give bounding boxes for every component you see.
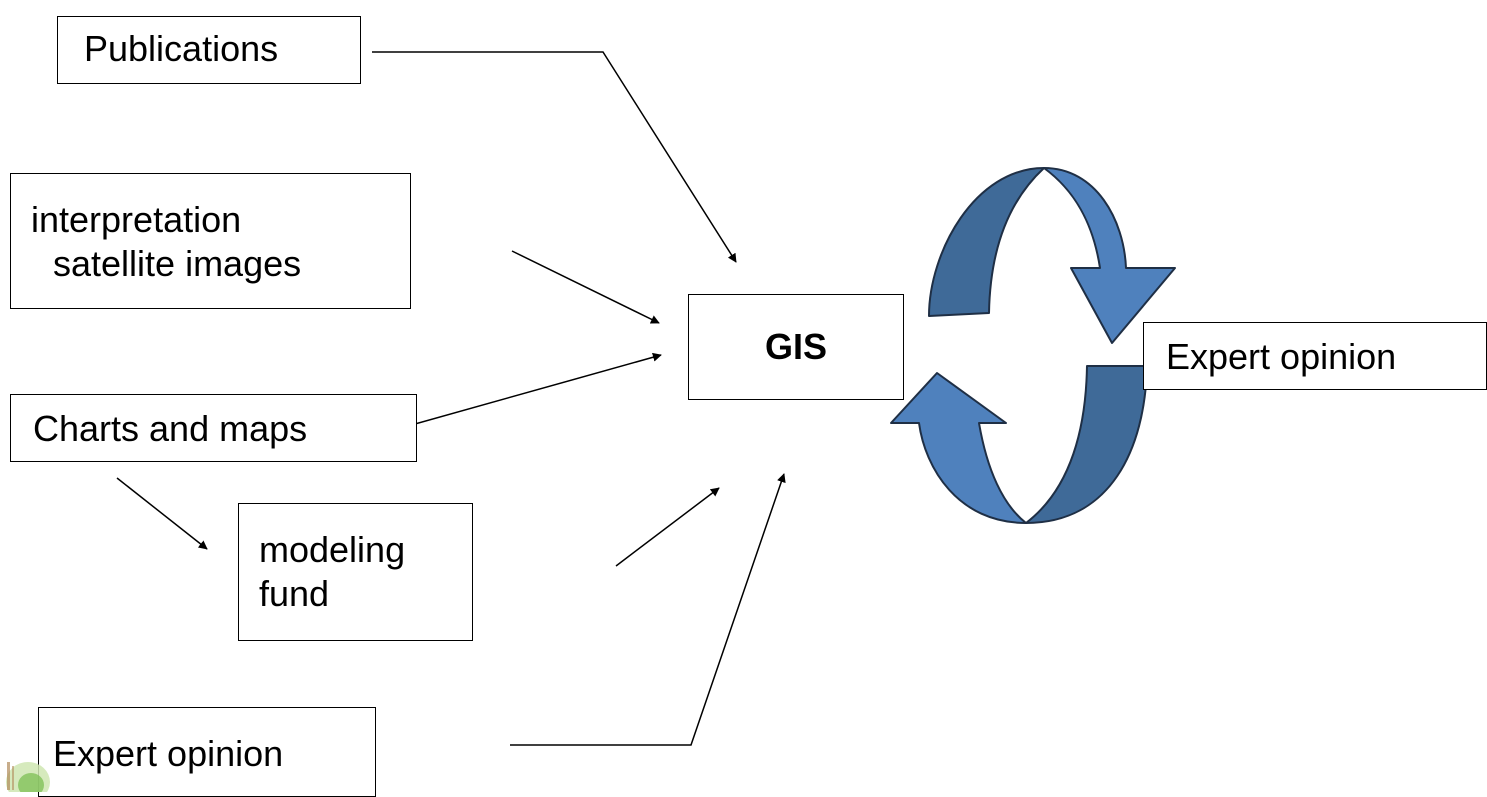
edge-expert-to-gis [510, 473, 786, 746]
interpretation-label-line-1: interpretation [31, 199, 242, 240]
cycle-arrow-top-front [1043, 167, 1176, 344]
charts-node: Charts and maps [10, 394, 417, 462]
interpretation-node: interpretation satellite images [10, 173, 411, 309]
publications-node: Publications [57, 16, 361, 84]
modeling-label-line-1: modeling [259, 529, 406, 570]
edge-publications-to-gis [372, 51, 737, 263]
edge-charts-to-modeling [116, 477, 208, 550]
logo-icon [6, 762, 50, 792]
modeling-label-line-2: fund [259, 573, 330, 614]
edge-charts-to-gis [389, 352, 662, 432]
circular-arrows-icon [890, 167, 1176, 524]
expert-opinion-node-bottom: Expert opinion [38, 707, 376, 797]
edge-interpretation-to-gis [511, 250, 660, 324]
modeling-node: modeling fund [238, 503, 473, 641]
cycle-arrow-bottom-back [1025, 365, 1148, 524]
cycle-arrow-bottom-front [890, 372, 1027, 524]
expert-opinion-node-right: Expert opinion [1143, 322, 1487, 390]
interpretation-label-line-2: satellite images [53, 243, 302, 284]
charts-label: Charts and maps [33, 408, 308, 449]
publications-label: Publications [84, 28, 279, 69]
cycle-arrow-top-back [928, 167, 1045, 317]
edge-modeling-to-gis [615, 487, 720, 567]
gis-node: GIS [688, 294, 904, 400]
gis-label: GIS [764, 326, 827, 367]
expert-opinion-label-bottom: Expert opinion [53, 733, 284, 774]
expert-opinion-label-right: Expert opinion [1166, 336, 1397, 377]
